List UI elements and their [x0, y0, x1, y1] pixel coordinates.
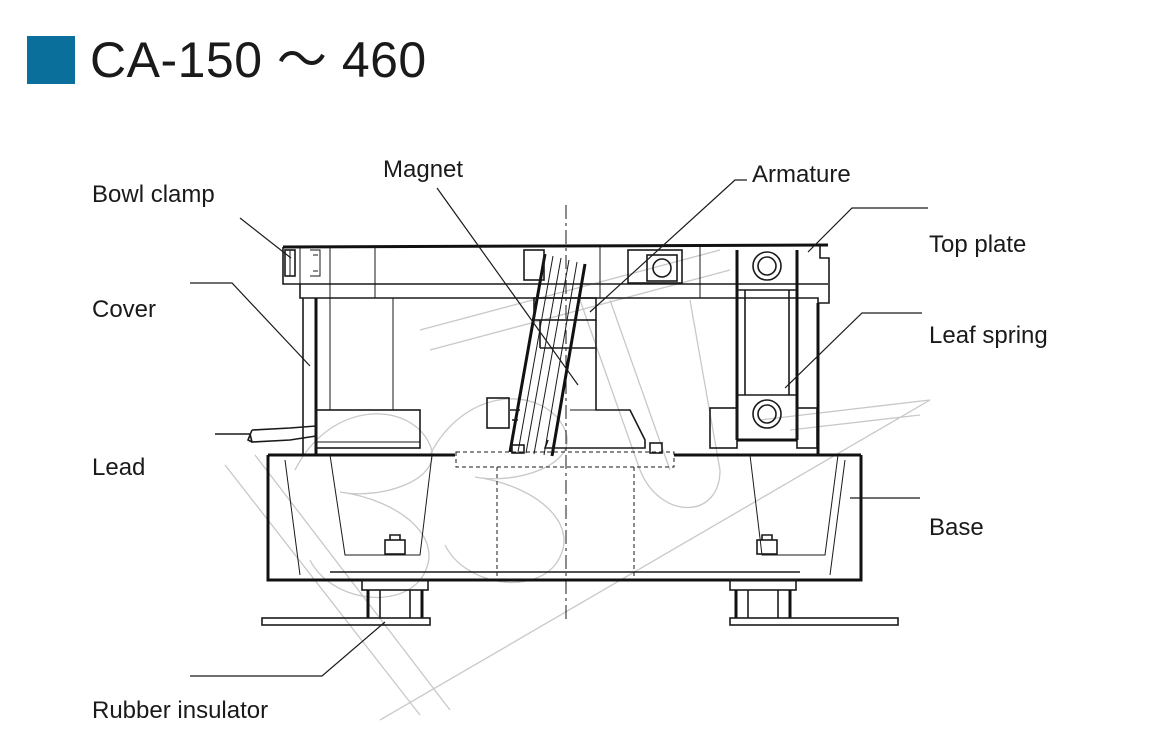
- title-accent-square: [27, 36, 75, 84]
- leader-leaf-spring: [784, 312, 922, 389]
- label-leaf-spring: Leaf spring: [929, 322, 1048, 349]
- label-magnet: Magnet: [383, 156, 464, 183]
- label-bowl-clamp: Bowl clamp: [92, 181, 215, 208]
- base-part: [266, 453, 863, 582]
- label-cover: Cover: [92, 296, 157, 323]
- top-plate-part: [282, 243, 830, 304]
- label-top-plate: Top plate: [929, 231, 1027, 258]
- top-plate-bolt-part: [627, 249, 683, 284]
- leader-cover: [190, 282, 311, 367]
- leader-top-plate: [807, 207, 928, 253]
- leader-armature: [589, 179, 747, 313]
- base-mounting-plate: [455, 442, 675, 468]
- leader-magnet: [436, 187, 579, 386]
- label-rubber-insulator: Rubber insulator: [92, 697, 269, 724]
- magnet-armature-assembly: [486, 249, 587, 457]
- left-support-block: [315, 409, 421, 449]
- bowl-clamp-part: [284, 247, 321, 298]
- label-armature: Armature: [752, 161, 851, 188]
- label-base: Base: [929, 514, 984, 541]
- rubber-insulator-left: [261, 579, 431, 626]
- page-title: CA-150 〜 460: [90, 32, 427, 88]
- leader-bowl-clamp: [239, 217, 292, 259]
- leader-lines: [190, 179, 928, 677]
- leaf-spring-part: [709, 250, 818, 449]
- leader-rubber-insulator: [190, 621, 386, 677]
- label-lead: Lead: [92, 454, 146, 481]
- central-mounting-part: [533, 297, 646, 449]
- lead-wire-part: [215, 425, 317, 443]
- rubber-insulator-right: [729, 579, 899, 626]
